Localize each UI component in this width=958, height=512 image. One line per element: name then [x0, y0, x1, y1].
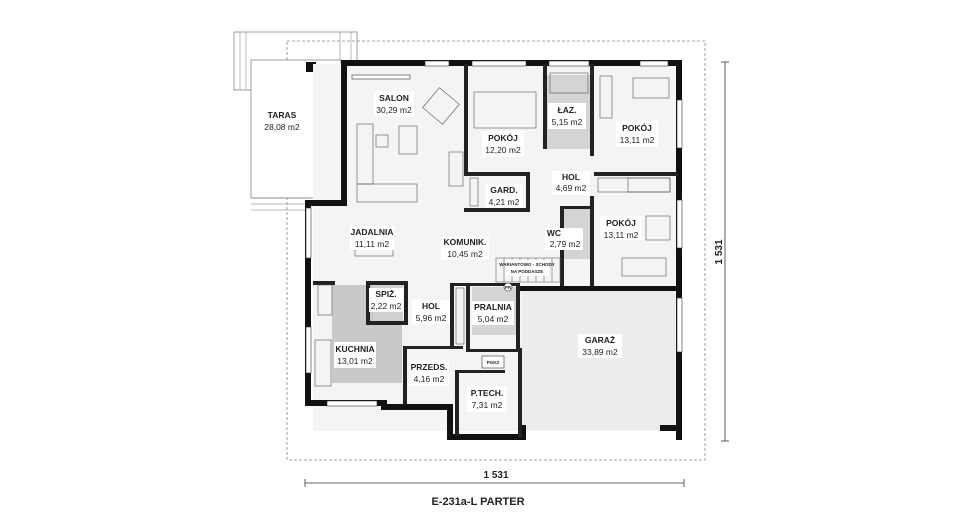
room-area: 5,15 m2: [552, 117, 583, 127]
room-wc: WC 2,79 m2: [545, 228, 583, 250]
room-garaz: GARAŻ 33,89 m2: [578, 334, 622, 358]
dimension-horizontal: 1 531: [304, 470, 685, 487]
stairs-note-bg: [505, 260, 549, 276]
room-gard: GARD. 4,21 m2: [485, 184, 523, 208]
room-name: KOMUNIK.: [444, 237, 487, 247]
room-pokoj-3: POKÓJ 13,11 m2: [600, 216, 642, 240]
room-salon: SALON 30,29 m2: [374, 91, 414, 117]
interior-walls: [313, 64, 678, 438]
room-name: GARD.: [490, 185, 517, 195]
room-name: PRALNIA: [474, 302, 512, 312]
room-name: P.TECH.: [471, 388, 503, 398]
room-area: 2,22 m2: [371, 301, 402, 311]
room-spiz: SPIŻ. 2,22 m2: [369, 288, 403, 312]
room-jadalnia: JADALNIA 11,11 m2: [350, 226, 394, 250]
room-hol-1: HOL 4,69 m2: [552, 171, 590, 195]
room-area: 4,21 m2: [489, 197, 520, 207]
room-area: 4,16 m2: [414, 374, 445, 384]
room-area: 13,11 m2: [620, 135, 655, 145]
dimension-horizontal-label: 1 531: [483, 470, 508, 481]
room-name: HOL: [562, 172, 580, 182]
room-area: 28,08 m2: [264, 122, 300, 132]
room-name: ŁAZ.: [558, 105, 577, 115]
room-name: HOL: [422, 301, 440, 311]
interior-floor: [313, 64, 677, 431]
room-area: 13,01 m2: [337, 356, 373, 366]
pr-symbol: [503, 282, 513, 292]
room-area: 11,11 m2: [355, 239, 389, 249]
room-name: SPIŻ.: [375, 289, 396, 299]
pr-symbol-label: PR: [505, 285, 512, 290]
room-pralnia: PRALNIA 5,04 m2: [472, 301, 514, 325]
room-name: POKÓJ: [488, 132, 518, 143]
boiler: [481, 355, 505, 369]
room-name: POKÓJ: [606, 217, 636, 228]
room-labels: TARAS 28,08 m2 SALON 30,29 m2 POKÓJ 12,2…: [262, 91, 658, 412]
room-area: 10,45 m2: [447, 249, 483, 259]
stairs-note-line1: WARIANTOWO - SCHODY: [499, 262, 554, 267]
room-area: 30,29 m2: [376, 105, 412, 115]
stairs-note-line2: NA PODDASZE: [511, 269, 544, 274]
room-name: PRZEDS.: [411, 362, 448, 372]
room-area: 5,04 m2: [478, 314, 509, 324]
room-name: WC: [547, 228, 561, 238]
plan-caption: E-231a-L PARTER: [431, 496, 524, 508]
room-area: 7,31 m2: [472, 400, 503, 410]
room-area: 33,89 m2: [582, 347, 618, 357]
room-ptech: P.TECH. 7,31 m2: [467, 386, 507, 412]
boiler-label: PGKZ: [487, 360, 500, 365]
room-przeds: PRZEDS. 4,16 m2: [409, 360, 449, 386]
room-name: SALON: [379, 93, 409, 103]
room-area: 12,20 m2: [485, 145, 521, 155]
windows: [305, 60, 683, 407]
room-name: TARAS: [268, 110, 297, 120]
room-area: 13,11 m2: [604, 230, 639, 240]
room-name: JADALNIA: [351, 227, 394, 237]
room-laz: ŁAZ. 5,15 m2: [548, 103, 586, 129]
room-pokoj-1: POKÓJ 12,20 m2: [482, 131, 524, 157]
room-name: POKÓJ: [622, 122, 652, 133]
dimension-vertical-label: 1 531: [714, 239, 725, 264]
room-kuchnia: KUCHNIA 13,01 m2: [334, 342, 376, 368]
room-area: 5,96 m2: [416, 313, 447, 323]
room-name: GARAŻ: [585, 335, 615, 345]
room-area: 4,69 m2: [556, 183, 587, 193]
room-komunik: KOMUNIK. 10,45 m2: [441, 236, 489, 260]
room-taras: TARAS 28,08 m2: [262, 108, 302, 134]
dimension-vertical: 1 531: [714, 61, 729, 442]
room-hol-2: HOL 5,96 m2: [412, 300, 450, 324]
roof-outline: [286, 40, 706, 461]
room-name: KUCHNIA: [335, 344, 374, 354]
room-pokoj-2: POKÓJ 13,11 m2: [616, 121, 658, 147]
room-area: 2,79 m2: [550, 239, 581, 249]
